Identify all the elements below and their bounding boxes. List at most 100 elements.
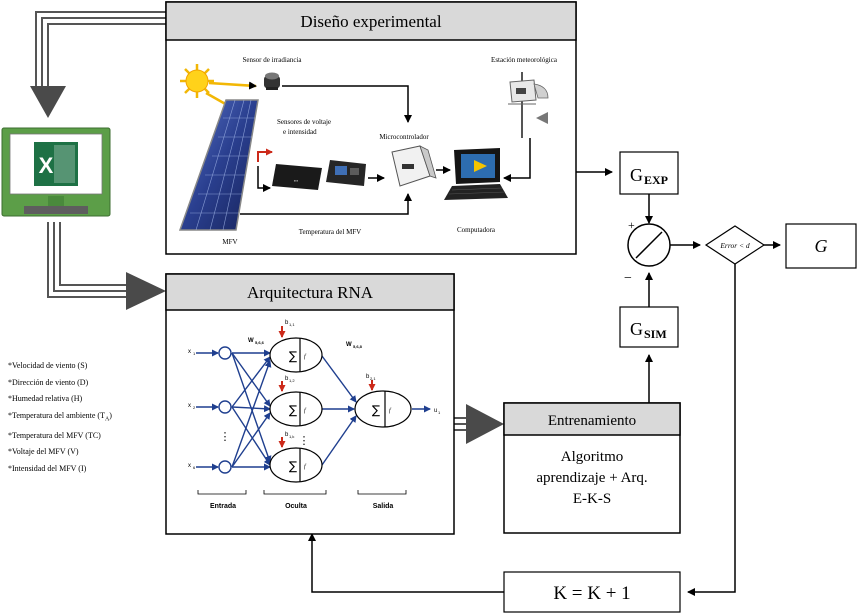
g-exp-box: G EXP	[619, 151, 679, 195]
pv-module-label: MFV	[222, 238, 237, 246]
pipe-arrow-to-excel	[30, 86, 66, 118]
bias-1-2-label: b	[285, 376, 289, 382]
voltage-sensor-icon: ▪▪▪	[272, 164, 322, 190]
variable-item: *Voltaje del MFV (V)	[8, 447, 79, 457]
bias-1-k-label: b	[285, 432, 289, 438]
bias-1-1-sub: 1,1	[289, 322, 295, 327]
sum-symbol-k: ∑	[289, 459, 297, 473]
irradiance-to-microcontroller-arrow	[282, 85, 412, 123]
vi-sensors-label-line2: e intensidad	[283, 128, 317, 136]
sum-symbol-2: ∑	[289, 403, 297, 417]
microcontroller-icon	[391, 145, 437, 187]
activation-f-2: f	[304, 407, 307, 414]
error-decision-diamond: Error < d	[704, 225, 766, 265]
k-update-box: K = K + 1	[503, 571, 681, 613]
excel-icon: X	[34, 142, 78, 186]
input-variables-list: *Velocidad de viento (S) *Dirección de v…	[8, 358, 112, 477]
variable-close-paren: )	[109, 410, 112, 420]
variable-item: *Intensidad del MFV (I)	[8, 463, 87, 473]
input-x1-label: x	[188, 349, 191, 355]
experimental-design-title: Diseño experimental	[300, 12, 441, 31]
pv-temperature-label: Temperatura del MFV	[299, 228, 362, 236]
sum-symbol-out: ∑	[372, 403, 380, 417]
bias-1-2-sub: 1,2	[289, 378, 295, 383]
hidden-nodes	[269, 337, 412, 483]
activation-f-1: f	[304, 353, 307, 360]
g-output-label: G	[815, 236, 828, 256]
training-line3: E-K-S	[573, 491, 611, 507]
training-title: Entrenamiento	[548, 413, 636, 429]
weights-output-label: W	[346, 342, 352, 348]
rna-architecture-title: Arquitectura RNA	[247, 283, 374, 302]
microcontroller-label: Microcontrolador	[379, 133, 429, 141]
pv-module-icon	[178, 99, 259, 231]
variable-item: *Dirección de viento (D)	[8, 377, 89, 387]
input-x6-sub: 6	[193, 465, 196, 470]
pv-temperature-arrow	[240, 193, 412, 215]
irradiance-sensor-label: Sensor de irradiancia	[242, 56, 302, 64]
input-x6-label: x	[188, 463, 191, 469]
hidden-node-k	[269, 447, 323, 483]
sum-symbol-1: ∑	[289, 349, 297, 363]
g-exp-subscript: EXP	[644, 173, 668, 187]
computer-label: Computadora	[457, 226, 496, 234]
input-x2-label: x	[188, 403, 191, 409]
g-sim-box: G SIM	[619, 306, 679, 348]
training-line1: Algoritmo	[561, 449, 624, 465]
weather-station-to-computer-arrow	[503, 138, 531, 182]
pv-to-sensor-black-arrow	[257, 166, 271, 192]
hidden-node-2	[269, 391, 323, 427]
decision-to-k-update-arrow	[687, 264, 736, 596]
input-vdots: ⋮	[220, 430, 231, 443]
input-x2-sub: 2	[193, 405, 196, 410]
bias-arrows	[278, 326, 376, 448]
training-box: Entrenamiento Algoritmo aprendizaje + Ar…	[503, 402, 681, 534]
comparator-plus-sign: +	[628, 218, 635, 232]
pv-to-sensor-red-arrow	[257, 148, 273, 162]
excel-monitor: X	[1, 127, 111, 217]
input-nodes	[218, 346, 232, 474]
g-exp-label: G	[630, 165, 643, 185]
excel-data-pipes	[35, 11, 166, 298]
bias-1-1-label: b	[285, 320, 289, 326]
weights-input-sub: 5,6,6	[255, 340, 265, 345]
neural-network	[196, 349, 431, 471]
k-update-to-rna-arrow	[308, 533, 504, 593]
layer-brackets	[197, 490, 407, 495]
bias-1-k-sub: 1,k	[289, 434, 294, 439]
weather-station-label: Estación meteorológica	[491, 56, 558, 64]
input-node-6	[218, 460, 232, 474]
activation-f-out: f	[389, 407, 392, 414]
output-node	[354, 390, 412, 428]
input-x1-sub: 1	[193, 351, 196, 356]
weather-station-icon	[508, 72, 549, 138]
hidden-node-1	[269, 337, 323, 373]
variable-item-ambient-temp: *Temperatura del ambiente (TA)	[8, 408, 112, 428]
sun-icon	[180, 64, 214, 98]
variable-item: *Temperatura del ambiente (T	[8, 410, 105, 420]
irradiance-sensor-icon	[264, 72, 280, 90]
excel-letter: X	[39, 153, 54, 178]
variable-item: *Temperatura del MFV (TC)	[8, 430, 101, 440]
variable-item: *Humedad relativa (H)	[8, 394, 83, 403]
pipe-arrow-to-training	[466, 404, 504, 444]
g-sim-label: G	[630, 319, 643, 339]
hidden-vdots: ⋮	[299, 434, 310, 447]
activation-f-k: f	[304, 463, 307, 470]
comparator-node	[627, 223, 671, 267]
pipe-arrow-to-rna	[126, 272, 166, 310]
weights-input-label: W	[248, 338, 254, 344]
input-node-2	[218, 400, 232, 414]
training-line2: aprendizaje + Arq.	[536, 470, 647, 486]
bias-2-1-sub: 2,1	[370, 376, 376, 381]
vi-sensors-label-line1: Sensores de voltaje	[277, 118, 331, 126]
svg-text:▪▪▪: ▪▪▪	[294, 178, 299, 183]
variable-subscript: A	[104, 416, 110, 423]
k-update-label: K = K + 1	[553, 583, 630, 604]
variable-item: *Velocidad de viento (S)	[8, 361, 88, 370]
g-sim-subscript: SIM	[644, 327, 667, 341]
bias-2-1-label: b	[366, 374, 370, 380]
output-u1-sub: 1	[438, 410, 441, 415]
laptop-icon	[444, 148, 508, 200]
